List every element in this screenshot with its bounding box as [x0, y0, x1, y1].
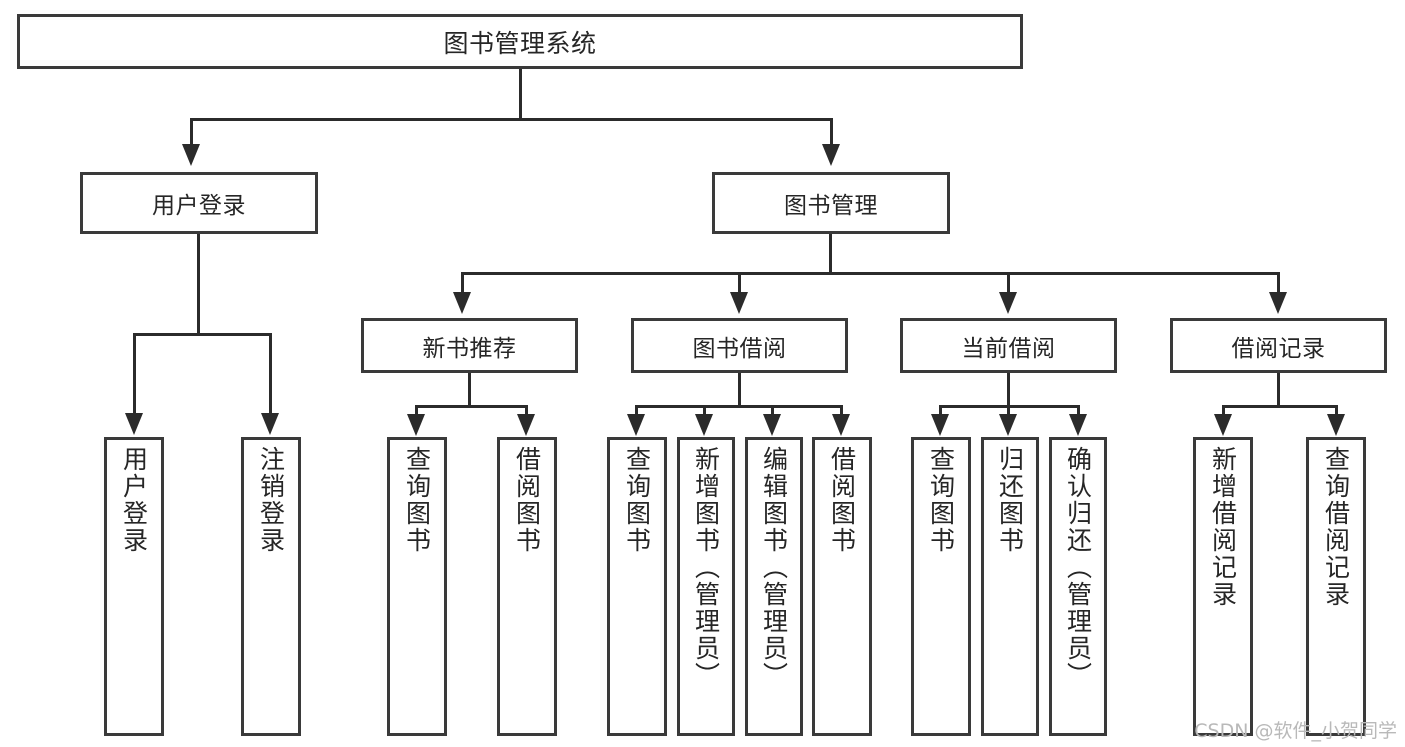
- node-user-login[interactable]: 用户登录: [80, 172, 318, 234]
- edge-book-borrow-to-leaf-4: [840, 405, 843, 417]
- node-label: 注销登录: [256, 446, 286, 554]
- arrowhead-book-manage-to-record: [1269, 292, 1287, 314]
- node-current-borrow[interactable]: 当前借阅: [900, 318, 1117, 373]
- node-label: 图书借阅: [692, 335, 787, 362]
- node-borrow-record[interactable]: 借阅记录: [1170, 318, 1387, 373]
- leaf-current-borrow-query[interactable]: 查询图书: [911, 437, 971, 736]
- node-label: 借阅图书: [827, 446, 857, 554]
- arrowhead-current-borrow-to-leaf-1: [931, 414, 949, 436]
- node-label: 图书管理系统: [443, 28, 597, 58]
- arrowhead-book-manage-to-current: [999, 292, 1017, 314]
- edge-book-borrow-bus: [635, 405, 843, 408]
- edge-book-manage-stem: [829, 234, 832, 274]
- edge-root-to-book-manage: [830, 118, 833, 146]
- edge-borrow-record-stem: [1277, 373, 1280, 407]
- node-label: 查询图书: [622, 446, 652, 554]
- edge-book-manage-to-new-book: [461, 272, 464, 294]
- arrowhead-book-borrow-to-leaf-4: [832, 414, 850, 436]
- edge-book-manage-to-current: [1007, 272, 1010, 294]
- edge-book-manage-bus: [461, 272, 1280, 275]
- leaf-book-borrow-edit[interactable]: 编辑图书（管理员）: [745, 437, 803, 736]
- arrowhead-book-manage-to-borrow: [730, 292, 748, 314]
- edge-current-borrow-to-leaf-1: [939, 405, 942, 417]
- edge-borrow-record-bus: [1222, 405, 1338, 408]
- edge-current-borrow-to-leaf-3: [1077, 405, 1080, 417]
- node-book-borrow[interactable]: 图书借阅: [631, 318, 848, 373]
- edge-current-borrow-to-leaf-2: [1007, 405, 1010, 417]
- node-label: 新增图书（管理员）: [691, 446, 721, 689]
- node-label: 用户登录: [152, 193, 246, 219]
- edge-root-stem: [519, 69, 522, 120]
- edge-user-login-to-leaf-1: [133, 333, 136, 415]
- edge-current-borrow-stem: [1007, 373, 1010, 407]
- arrowhead-borrow-record-to-leaf-1: [1214, 414, 1232, 436]
- edge-new-book-bus: [415, 405, 528, 408]
- node-label: 新增借阅记录: [1208, 446, 1238, 608]
- edge-user-login-to-leaf-2: [269, 333, 272, 415]
- arrowhead-book-manage-to-new-book: [453, 292, 471, 314]
- edge-book-borrow-stem: [738, 373, 741, 407]
- arrowhead-new-book-to-leaf-1: [407, 414, 425, 436]
- edge-user-login-bus: [133, 333, 272, 336]
- leaf-book-borrow-query[interactable]: 查询图书: [607, 437, 667, 736]
- node-label: 借阅记录: [1231, 335, 1326, 362]
- edge-borrow-record-to-leaf-1: [1222, 405, 1225, 417]
- arrowhead-current-borrow-to-leaf-3: [1069, 414, 1087, 436]
- arrowhead-user-login-to-leaf-1: [125, 413, 143, 435]
- node-label: 图书管理: [784, 193, 878, 219]
- edge-book-manage-to-record: [1277, 272, 1280, 294]
- node-root-system[interactable]: 图书管理系统: [17, 14, 1023, 69]
- node-label: 归还图书: [995, 446, 1025, 554]
- leaf-new-book-query[interactable]: 查询图书: [387, 437, 447, 736]
- node-label: 当前借阅: [961, 335, 1056, 362]
- node-label: 用户登录: [119, 446, 149, 554]
- arrowhead-borrow-record-to-leaf-2: [1327, 414, 1345, 436]
- edge-new-book-to-leaf-2: [525, 405, 528, 417]
- edge-new-book-to-leaf-1: [415, 405, 418, 417]
- edge-book-borrow-to-leaf-2: [703, 405, 706, 417]
- arrowhead-new-book-to-leaf-2: [517, 414, 535, 436]
- node-label: 新书推荐: [422, 335, 517, 362]
- node-label: 查询图书: [402, 446, 432, 554]
- edge-book-borrow-to-leaf-1: [635, 405, 638, 417]
- node-new-book-recommend[interactable]: 新书推荐: [361, 318, 578, 373]
- edge-root-bus: [190, 118, 833, 121]
- leaf-book-borrow-lend[interactable]: 借阅图书: [812, 437, 872, 736]
- node-label: 查询借阅记录: [1321, 446, 1351, 608]
- node-label: 查询图书: [926, 446, 956, 554]
- leaf-current-borrow-return[interactable]: 归还图书: [981, 437, 1039, 736]
- leaf-borrow-record-add[interactable]: 新增借阅记录: [1193, 437, 1253, 736]
- edge-book-manage-to-borrow: [738, 272, 741, 294]
- edge-root-to-user-login: [190, 118, 193, 146]
- leaf-user-login-login[interactable]: 用户登录: [104, 437, 164, 736]
- edge-new-book-stem: [468, 373, 471, 407]
- edge-book-borrow-to-leaf-3: [771, 405, 774, 417]
- arrowhead-current-borrow-to-leaf-2: [999, 414, 1017, 436]
- leaf-book-borrow-add[interactable]: 新增图书（管理员）: [677, 437, 735, 736]
- edge-user-login-stem: [197, 234, 200, 335]
- leaf-current-borrow-confirm[interactable]: 确认归还（管理员）: [1049, 437, 1107, 736]
- arrowhead-root-to-user-login: [182, 144, 200, 166]
- arrowhead-root-to-book-manage: [822, 144, 840, 166]
- arrowhead-user-login-to-leaf-2: [261, 413, 279, 435]
- edge-borrow-record-to-leaf-2: [1335, 405, 1338, 417]
- node-label: 编辑图书（管理员）: [759, 446, 789, 689]
- node-book-management[interactable]: 图书管理: [712, 172, 950, 234]
- node-label: 确认归还（管理员）: [1063, 446, 1093, 689]
- arrowhead-book-borrow-to-leaf-1: [627, 414, 645, 436]
- arrowhead-book-borrow-to-leaf-2: [695, 414, 713, 436]
- leaf-user-login-logout[interactable]: 注销登录: [241, 437, 301, 736]
- leaf-borrow-record-query[interactable]: 查询借阅记录: [1306, 437, 1366, 736]
- leaf-new-book-borrow[interactable]: 借阅图书: [497, 437, 557, 736]
- node-label: 借阅图书: [512, 446, 542, 554]
- arrowhead-book-borrow-to-leaf-3: [763, 414, 781, 436]
